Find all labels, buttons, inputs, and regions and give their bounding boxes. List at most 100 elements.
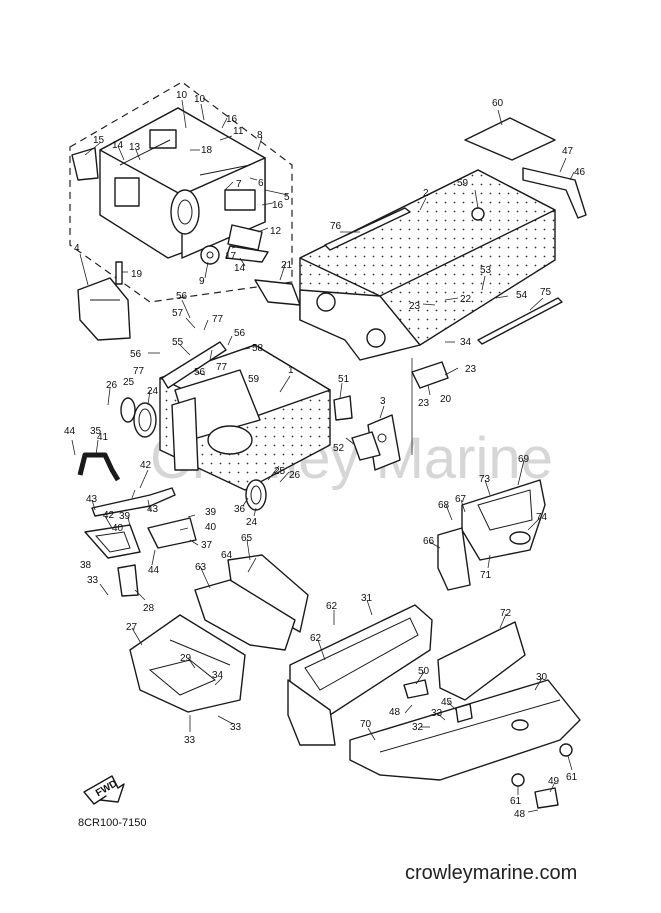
callout-8: 8 — [257, 130, 263, 141]
callout-65: 65 — [241, 533, 253, 544]
callout-22: 22 — [460, 294, 472, 305]
callout-37: 37 — [201, 540, 213, 551]
callout-51: 51 — [338, 374, 350, 385]
callout-45: 45 — [441, 697, 453, 708]
bracket-part-9 — [200, 245, 220, 265]
bracket-46 — [522, 167, 587, 219]
bracket-part-12-17 — [225, 224, 269, 263]
lower-cover-27 — [129, 614, 246, 713]
callout-75: 75 — [540, 287, 552, 298]
callout-56-top: 56 — [176, 291, 188, 302]
callout-59-mid: 59 — [248, 374, 260, 385]
hull-panel-72 — [437, 621, 526, 701]
callout-77-mid: 77 — [216, 362, 228, 373]
callout-33-bottom-b: 33 — [230, 722, 242, 733]
callout-5: 5 — [284, 192, 290, 203]
callout-48-bottom: 48 — [514, 809, 526, 820]
callout-53: 53 — [480, 265, 492, 276]
callout-18: 18 — [201, 145, 213, 156]
cap-61-right — [559, 743, 573, 757]
callout-35: 35 — [90, 426, 102, 437]
callout-7: 7 — [236, 179, 242, 190]
ring-25-left — [120, 397, 136, 423]
callout-16-bottom: 16 — [272, 200, 284, 211]
callout-47: 47 — [562, 146, 574, 157]
callout-11: 11 — [233, 126, 244, 137]
website-footer: crowleymarine.com — [405, 862, 578, 884]
upper-bracket-assembly — [99, 107, 266, 259]
leader-lines — [71, 99, 575, 813]
callout-66: 66 — [423, 536, 435, 547]
callout-52: 52 — [333, 443, 345, 454]
hull-side-70 — [287, 679, 336, 746]
callout-30: 30 — [536, 672, 548, 683]
bracket-37 — [147, 517, 197, 549]
callout-24-right: 24 — [246, 517, 258, 528]
callout-6: 6 — [258, 178, 264, 189]
callout-25-right: 25 — [274, 466, 286, 477]
callout-42-top: 42 — [140, 460, 152, 471]
cap-61-left — [511, 773, 525, 787]
callout-15: 15 — [93, 135, 105, 146]
callout-23-a: 23 — [409, 301, 421, 312]
callout-19: 19 — [131, 269, 143, 280]
callout-48-mid: 48 — [389, 707, 401, 718]
callout-34-left: 34 — [212, 670, 224, 681]
callout-10-b: 10 — [194, 94, 206, 105]
callout-56-mid: 56 — [234, 328, 246, 339]
callout-23-b: 23 — [465, 364, 477, 375]
callout-43-mid: 43 — [147, 504, 159, 515]
bracket-50 — [403, 679, 429, 699]
hull-panel-30 — [349, 679, 581, 781]
callout-76: 76 — [330, 221, 342, 232]
callout-57: 57 — [172, 308, 184, 319]
cover-63-64 — [194, 579, 296, 651]
cover-66 — [437, 527, 471, 591]
callout-49: 49 — [548, 776, 560, 787]
handle-35 — [77, 452, 121, 482]
callout-1: 1 — [288, 365, 294, 376]
callout-28: 28 — [143, 603, 155, 614]
bracket-part-21 — [254, 279, 301, 306]
callout-54: 54 — [516, 290, 528, 301]
forward-arrow-icon: FWD — [83, 775, 125, 805]
callout-41: 41 — [97, 432, 109, 443]
callout-50: 50 — [418, 666, 430, 677]
callout-71: 71 — [480, 570, 492, 581]
callout-20: 20 — [440, 394, 452, 405]
callout-59-top: 59 — [457, 178, 469, 189]
main-panel-2 — [299, 169, 556, 361]
callout-46: 46 — [574, 167, 586, 178]
callout-63: 63 — [195, 562, 207, 573]
callout-60: 60 — [492, 98, 504, 109]
callout-39-left: 39 — [119, 511, 131, 522]
callout-29: 29 — [180, 653, 192, 664]
callout-74: 74 — [536, 512, 548, 523]
strip-75 — [477, 297, 563, 345]
cover-panel-60 — [464, 117, 556, 161]
callout-27: 27 — [126, 622, 138, 633]
callout-13: 13 — [129, 142, 141, 153]
callout-68: 68 — [438, 500, 450, 511]
callout-73: 73 — [479, 474, 491, 485]
callout-64: 64 — [221, 550, 233, 561]
callout-14-top: 14 — [112, 140, 124, 151]
callout-26-right: 26 — [289, 470, 301, 481]
rail-55 — [161, 341, 227, 389]
bracket-20 — [411, 361, 449, 389]
strip-76 — [324, 207, 411, 251]
callout-14-bottom: 14 — [234, 263, 246, 274]
part-callouts: 60 47 46 2 59 76 53 54 75 23 22 34 23 20… — [64, 90, 586, 820]
callout-17: 17 — [225, 251, 237, 262]
callout-55: 55 — [172, 337, 184, 348]
callout-16-top: 16 — [226, 114, 238, 125]
callout-36: 36 — [234, 504, 246, 515]
callout-31: 31 — [361, 593, 373, 604]
callout-77-top: 77 — [212, 314, 224, 325]
callout-34-right: 34 — [460, 337, 472, 348]
cover-73 — [461, 479, 546, 561]
bracket-51 — [333, 395, 353, 421]
callout-4: 4 — [74, 243, 80, 254]
diagram-code: 8CR100-7150 — [78, 817, 147, 829]
